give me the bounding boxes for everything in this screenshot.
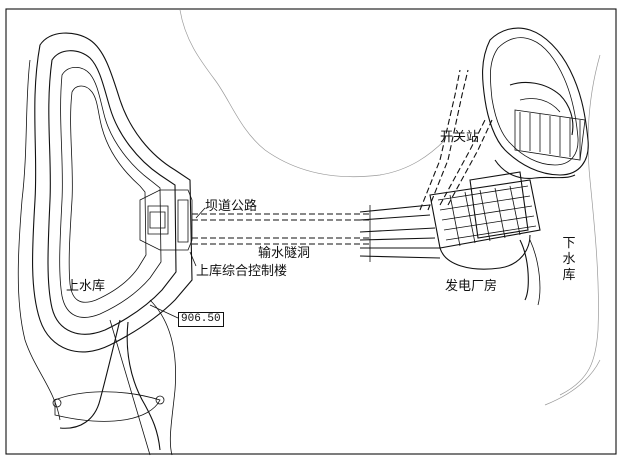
- control-building-leader: [189, 251, 197, 267]
- elevation-leader: [149, 304, 179, 319]
- control-building-label: 上库综合控制楼: [196, 264, 288, 279]
- drawing-frame: [5, 8, 617, 455]
- lower-reservoir: [482, 27, 589, 306]
- dam-road-label: 坝道公路: [205, 199, 258, 214]
- powerhouse-label: 发电厂房: [445, 279, 498, 294]
- dam-road-line: [192, 213, 370, 221]
- elevation-marker: 906.50: [178, 312, 224, 327]
- upper-reservoir: [17, 32, 193, 421]
- water-tunnel-line: [192, 237, 370, 245]
- tunnel-bundle: [359, 204, 441, 262]
- switch-station-label: 开关站: [440, 130, 480, 145]
- water-tunnel-label: 输水隧洞: [258, 246, 311, 261]
- lower-reservoir-label: 下水库: [562, 236, 576, 283]
- switch-station-roads: [419, 69, 493, 211]
- dam-road-leader: [195, 207, 206, 219]
- powerhouse-structure: [429, 171, 541, 270]
- upper-reservoir-label: 上水库: [66, 279, 106, 294]
- terrain-contours: [179, 9, 601, 406]
- access-road: [52, 299, 176, 456]
